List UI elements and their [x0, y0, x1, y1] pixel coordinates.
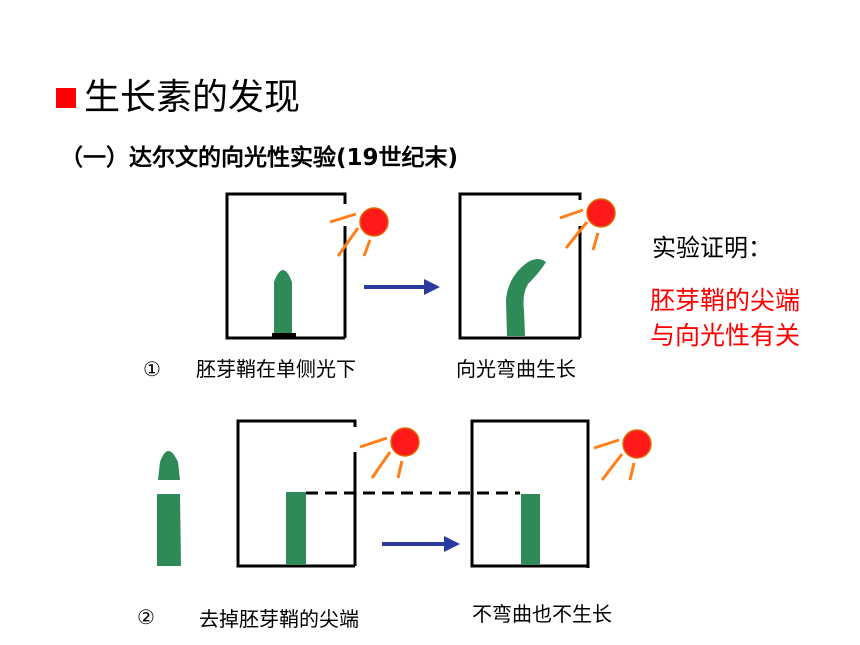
conclusion-heading: 实验证明： — [652, 234, 772, 262]
slide-title: 生长素的发现 — [84, 77, 301, 118]
exp1-condition-caption: 胚芽鞘在单侧光下 — [196, 357, 356, 381]
slide-subtitle: （一）达尔文的向光性实验(19世纪末) — [60, 145, 459, 171]
exp1-box-after — [458, 192, 582, 340]
exp2-condition-caption: 去掉胚芽鞘的尖端 — [199, 607, 359, 631]
conclusion-text: 胚芽鞘的尖端与向光性有关 — [650, 286, 801, 350]
sun-icon — [559, 198, 616, 251]
exp1-result-caption: 向光弯曲生长 — [456, 357, 576, 381]
exp2-box-after — [470, 419, 590, 568]
sun-icon — [329, 207, 389, 257]
exp2-number: ② — [137, 605, 155, 629]
arrow-right-icon — [382, 536, 460, 552]
exp1-coleoptile-base — [272, 333, 296, 338]
exp2-coleoptile-decapitated — [286, 492, 306, 565]
title-bullet-square — [56, 88, 76, 108]
exp2-box-before — [236, 419, 357, 568]
exp2-coleoptile-no-growth — [521, 494, 540, 565]
exp2-result-caption: 不弯曲也不生长 — [472, 602, 612, 626]
exp1-number: ① — [143, 357, 161, 381]
exp1-coleoptile-bent — [506, 259, 546, 336]
exp1-coleoptile-straight — [274, 270, 292, 336]
sun-icon — [593, 429, 652, 481]
arrow-right-icon — [364, 279, 440, 295]
sun-icon — [359, 427, 420, 479]
exp2-removed-tip — [158, 451, 180, 480]
exp2-coleoptile-stump-side — [157, 494, 181, 566]
